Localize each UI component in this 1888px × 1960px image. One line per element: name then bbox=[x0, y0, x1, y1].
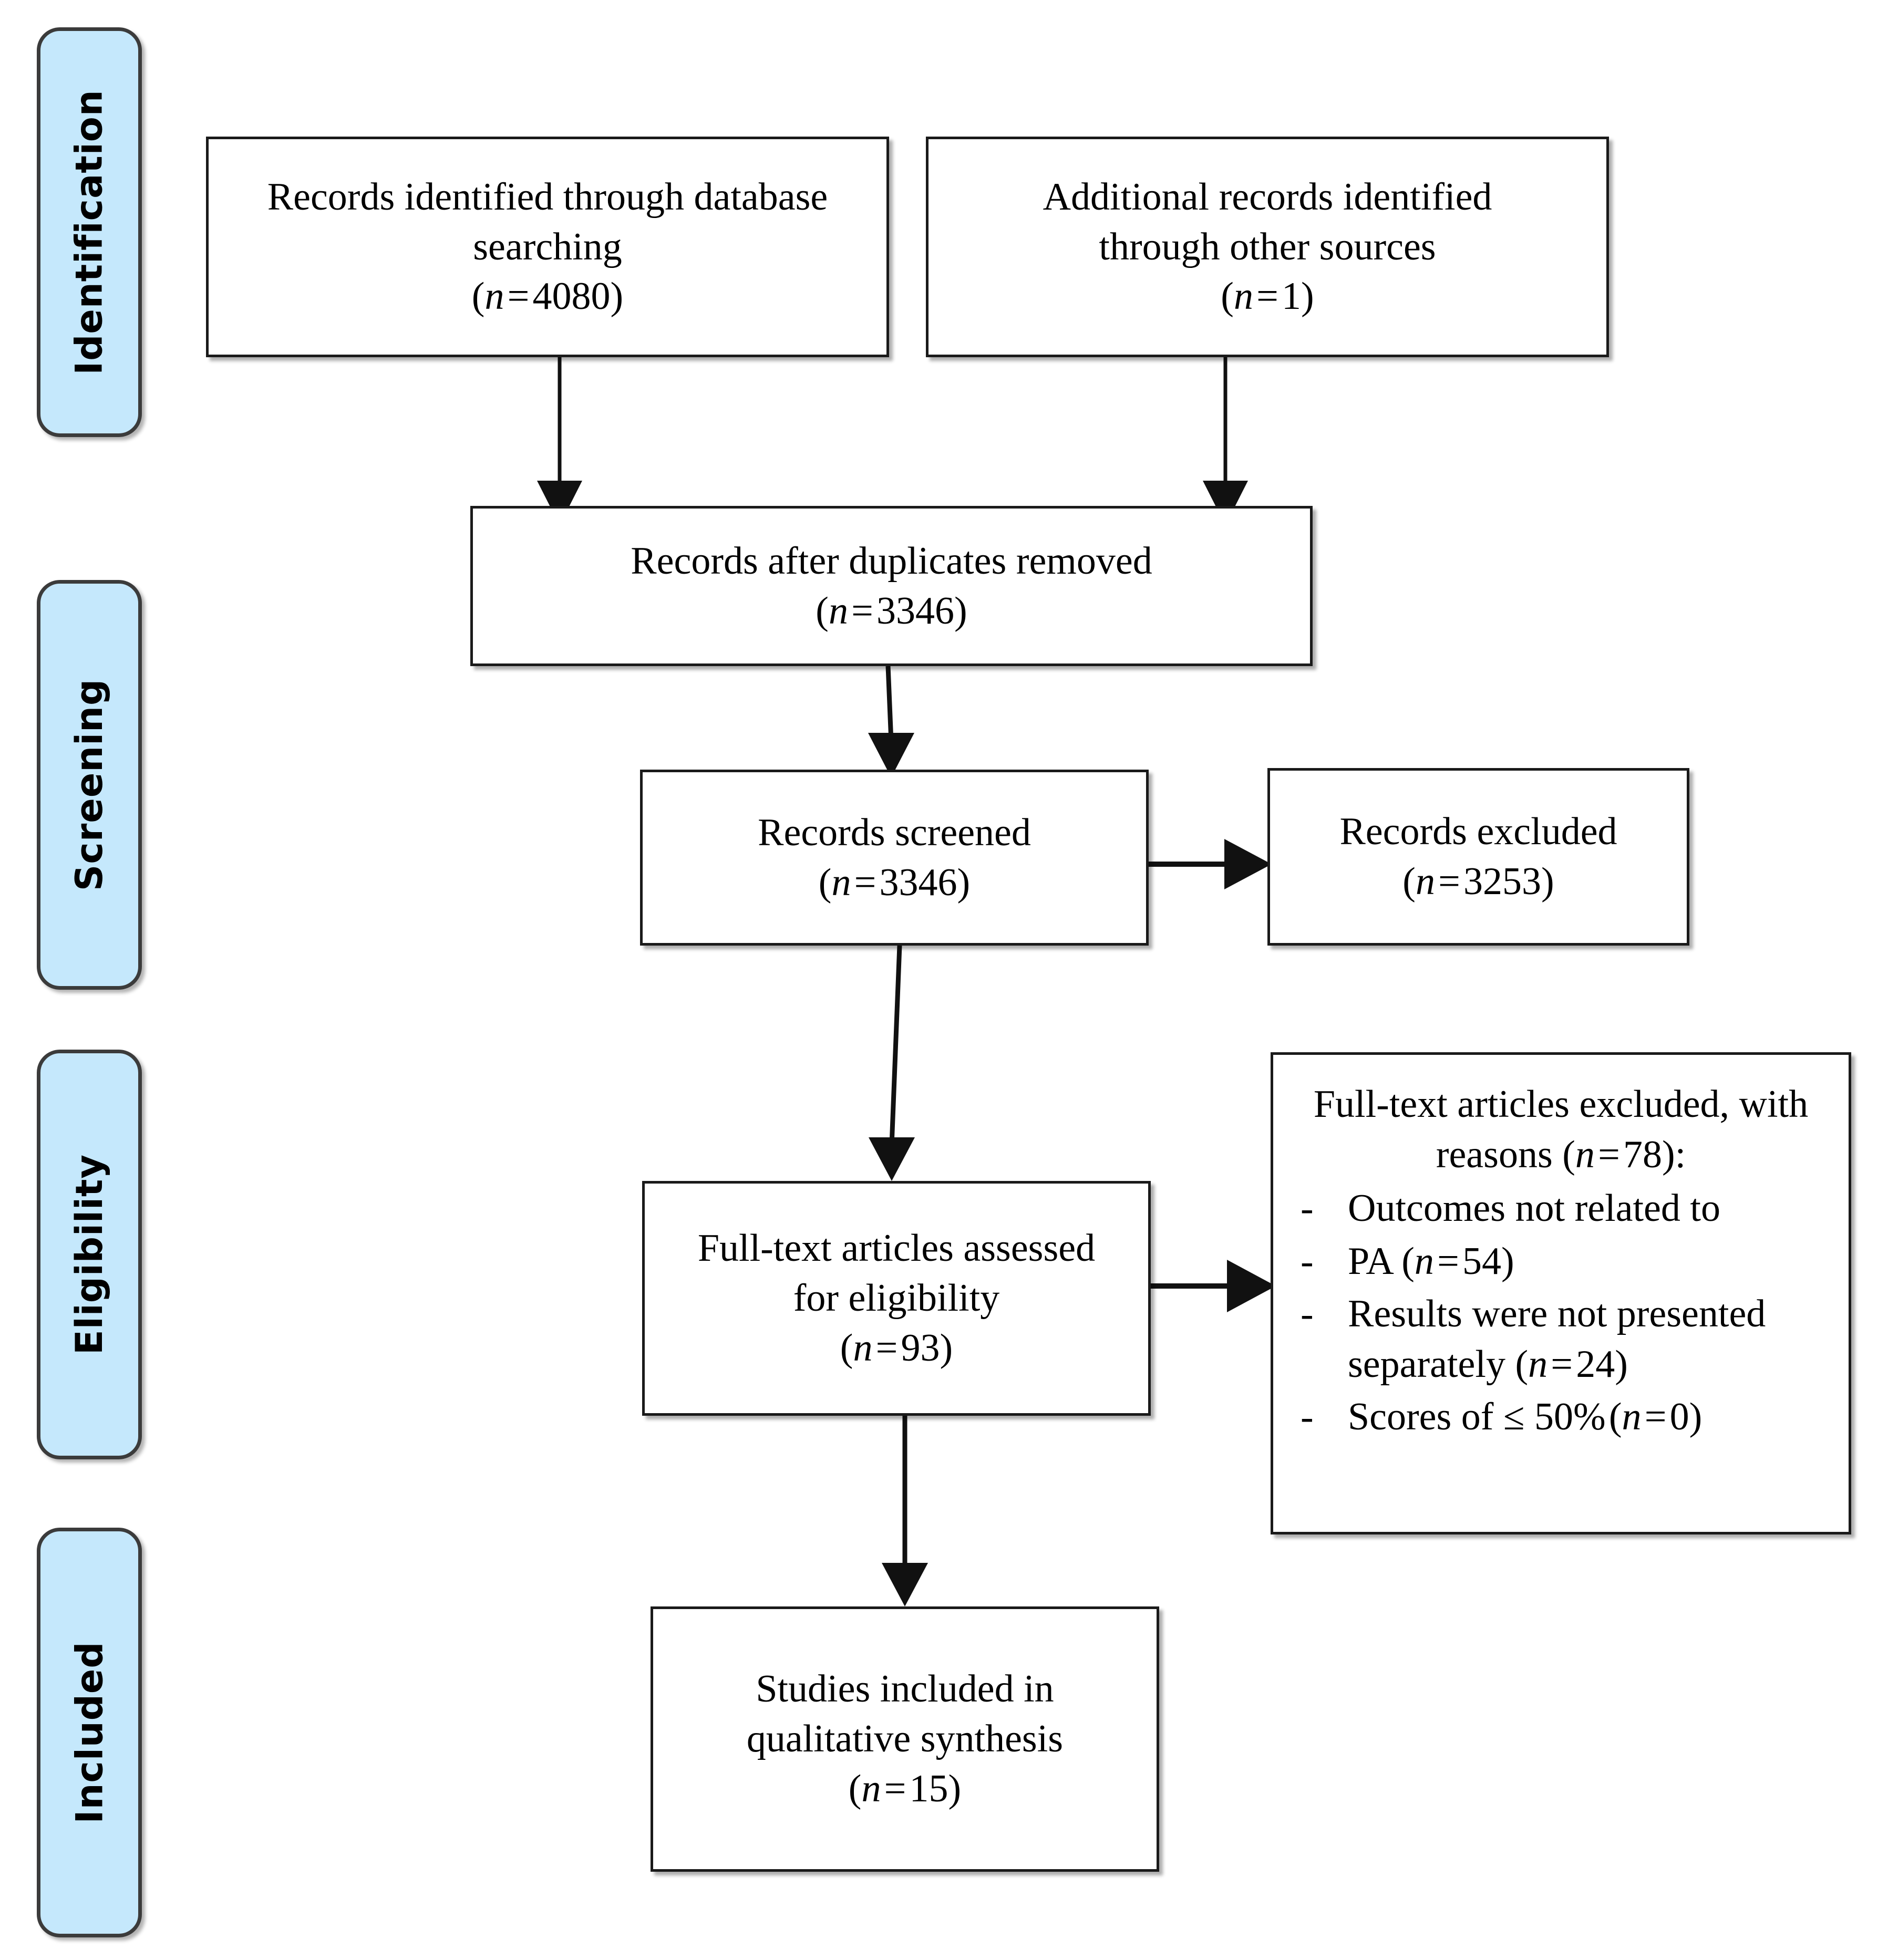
n-value: 15 bbox=[909, 1767, 948, 1810]
line-1: Additional records identified bbox=[1043, 175, 1492, 219]
reason-dash-icon: - bbox=[1301, 1292, 1314, 1335]
line-1: Records after duplicates removed bbox=[631, 539, 1152, 583]
n-value: 78 bbox=[1623, 1133, 1662, 1177]
count-line: (n = 3253) bbox=[1402, 860, 1554, 903]
line-2: through other sources bbox=[1099, 225, 1436, 268]
connector-duplicates-to-screened bbox=[868, 666, 914, 777]
n-symbol: n bbox=[853, 1326, 873, 1370]
box-text-records-screened: Records screened (n = 3346) bbox=[744, 808, 1045, 907]
line-1: Full-text articles assessed bbox=[697, 1227, 1096, 1270]
stage-pill-screening: Screening bbox=[37, 580, 142, 990]
stage-label-eligibility: Eligibility bbox=[68, 1154, 111, 1355]
connector-fulltext-to-excluded-reasons bbox=[1151, 1260, 1276, 1312]
n-value: 3253 bbox=[1463, 860, 1542, 903]
n-symbol: n bbox=[1622, 1395, 1642, 1439]
box-studies-included-qualitative-synthesis: Studies included in qualitative synthesi… bbox=[651, 1606, 1159, 1872]
n-value: 54 bbox=[1462, 1239, 1501, 1283]
n-value: 24 bbox=[1576, 1342, 1615, 1386]
reason-label-1: Outcomes not related to bbox=[1348, 1187, 1720, 1230]
reason-dash-icon: - bbox=[1301, 1395, 1314, 1439]
line-1: Studies included in bbox=[756, 1667, 1054, 1711]
line-1: Records identified through database bbox=[267, 175, 828, 219]
n-symbol: n bbox=[1233, 275, 1253, 318]
reason-text-1: Outcomes not related to bbox=[1348, 1183, 1831, 1233]
reason-label-3: Results were not presented separately bbox=[1348, 1292, 1766, 1386]
box-additional-records-other-sources: Additional records identified through ot… bbox=[926, 137, 1609, 357]
reasons-heading-line-1: Full-text articles excluded, with bbox=[1313, 1083, 1809, 1126]
box-records-screened: Records screened (n = 3346) bbox=[640, 770, 1149, 946]
reasons-heading-suffix: ): bbox=[1662, 1133, 1686, 1177]
box-text-records-excluded: Records excluded (n = 3253) bbox=[1326, 807, 1631, 906]
count-line: (n = 15) bbox=[848, 1767, 962, 1810]
line-2: searching bbox=[473, 225, 622, 268]
connector-other-to-duplicates bbox=[1203, 357, 1248, 525]
reason-text-2: PA (n = 54) bbox=[1348, 1239, 1514, 1283]
reason-text-3: Results were not presented separately (n… bbox=[1348, 1292, 1766, 1386]
reasons-list-container: Full-text articles excluded, with reason… bbox=[1273, 1055, 1849, 1442]
n-symbol: n bbox=[484, 275, 504, 318]
box-text-studies-included-qualitative-synthesis: Studies included in qualitative synthesi… bbox=[733, 1664, 1077, 1813]
reason-label-2: PA bbox=[1348, 1239, 1392, 1283]
stage-pill-identification: Identification bbox=[37, 27, 142, 437]
n-symbol: n bbox=[861, 1767, 881, 1810]
reason-item-3: - Results were not presented separately … bbox=[1291, 1289, 1831, 1389]
connector-screened-to-fulltext bbox=[869, 945, 915, 1181]
reason-dash-icon: - bbox=[1301, 1187, 1314, 1230]
n-symbol: n bbox=[828, 589, 848, 632]
connector-fulltext-to-included bbox=[882, 1415, 928, 1606]
line-2: for eligibility bbox=[793, 1277, 1000, 1320]
n-symbol: n bbox=[1575, 1133, 1595, 1177]
n-symbol: n bbox=[1415, 860, 1435, 903]
reason-item-2: - PA (n = 54) bbox=[1291, 1236, 1831, 1287]
stage-label-screening: Screening bbox=[68, 678, 111, 891]
n-value: 3346 bbox=[879, 860, 957, 904]
reasons-heading-line-2: reasons (n = 78): bbox=[1436, 1133, 1686, 1177]
line-1: Records excluded bbox=[1339, 810, 1617, 854]
count-line: (n = 4080) bbox=[471, 275, 624, 318]
stage-label-included: Included bbox=[68, 1641, 111, 1824]
box-records-excluded: Records excluded (n = 3253) bbox=[1267, 768, 1689, 946]
box-text-additional-records-other-sources: Additional records identified through ot… bbox=[1029, 172, 1506, 322]
n-value: 1 bbox=[1282, 275, 1302, 318]
n-symbol: n bbox=[1414, 1239, 1434, 1283]
count-line: (n = 3346) bbox=[818, 860, 971, 904]
line-2: qualitative synthesis bbox=[746, 1717, 1064, 1761]
box-records-after-duplicates-removed: Records after duplicates removed (n = 33… bbox=[470, 506, 1313, 666]
reason-item-1: - Outcomes not related to bbox=[1291, 1183, 1831, 1233]
count-line: (n = 3346) bbox=[816, 589, 967, 632]
n-value: 93 bbox=[901, 1326, 940, 1370]
stage-pill-eligibility: Eligibility bbox=[37, 1050, 142, 1459]
n-symbol: n bbox=[1528, 1342, 1548, 1386]
n-value: 0 bbox=[1669, 1395, 1689, 1439]
line-1: Records screened bbox=[758, 811, 1031, 854]
connector-database-to-duplicates bbox=[537, 357, 582, 525]
count-line: (n = 1) bbox=[1221, 275, 1314, 318]
reason-dash-icon: - bbox=[1301, 1239, 1314, 1283]
box-fulltext-assessed-eligibility: Full-text articles assessed for eligibil… bbox=[642, 1181, 1151, 1416]
reason-text-4: Scores of ≤ 50% (n = 0) bbox=[1348, 1395, 1703, 1439]
reasons-heading: Full-text articles excluded, with reason… bbox=[1291, 1079, 1831, 1180]
box-text-records-identified-database: Records identified through database sear… bbox=[254, 172, 842, 322]
n-symbol: n bbox=[831, 860, 851, 904]
reasons-heading-prefix: reasons ( bbox=[1436, 1133, 1575, 1177]
box-fulltext-excluded-with-reasons: Full-text articles excluded, with reason… bbox=[1271, 1052, 1851, 1534]
connector-screened-to-excluded bbox=[1148, 839, 1272, 889]
box-text-fulltext-assessed-eligibility: Full-text articles assessed for eligibil… bbox=[684, 1223, 1109, 1373]
reason-label-4: Scores of ≤ 50% bbox=[1348, 1395, 1606, 1439]
n-value: 4080 bbox=[532, 275, 611, 318]
n-value: 3346 bbox=[876, 589, 955, 632]
count-line: (n = 93) bbox=[840, 1326, 953, 1370]
box-records-identified-database: Records identified through database sear… bbox=[206, 137, 889, 357]
stage-label-identification: Identification bbox=[68, 89, 111, 375]
box-text-records-after-duplicates-removed: Records after duplicates removed (n = 33… bbox=[617, 536, 1165, 636]
reason-item-4: - Scores of ≤ 50% (n = 0) bbox=[1291, 1392, 1831, 1442]
stage-pill-included: Included bbox=[37, 1528, 142, 1937]
